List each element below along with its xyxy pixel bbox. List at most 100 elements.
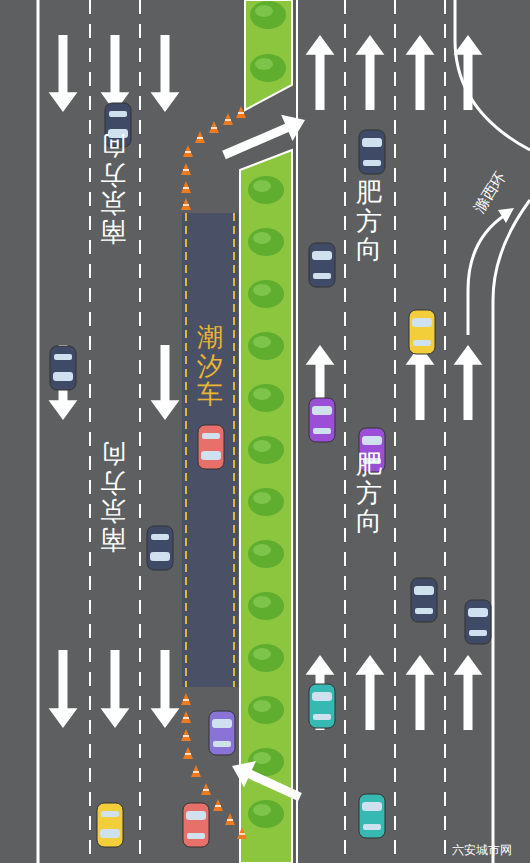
edge-line: [493, 200, 530, 863]
traffic-cone: [227, 819, 233, 821]
lane-label: 潮汐车: [197, 323, 223, 409]
direction-arrow: [49, 650, 78, 728]
direction-arrow: [232, 761, 302, 801]
car: [359, 794, 385, 838]
direction-arrow: [454, 345, 483, 420]
traffic-cone: [197, 137, 203, 139]
bush: [255, 5, 273, 17]
car: [50, 346, 76, 390]
car: [411, 578, 437, 622]
direction-arrow: [454, 655, 483, 730]
direction-arrow: [101, 650, 130, 728]
traffic-cone: [183, 747, 193, 759]
traffic-cone: [183, 187, 189, 189]
bush: [253, 700, 271, 712]
lane-dash: [89, 0, 91, 863]
traffic-cone: [239, 833, 245, 835]
car: [183, 803, 209, 847]
car: [209, 711, 235, 755]
bush: [248, 592, 284, 620]
bush: [253, 440, 271, 452]
bush: [250, 1, 286, 29]
tidal-lane-band: [182, 213, 238, 687]
traffic-cone: [225, 119, 231, 121]
ramp-arrow: [498, 208, 514, 223]
bush: [253, 232, 271, 244]
traffic-cone: [183, 204, 189, 206]
direction-label: 肥方向: [356, 450, 382, 536]
bush: [248, 800, 284, 828]
car: [147, 526, 173, 570]
lane-dash: [444, 0, 446, 863]
car: [198, 425, 224, 469]
car: [309, 243, 335, 287]
bush: [253, 180, 271, 192]
bush: [248, 280, 284, 308]
bush: [255, 58, 273, 70]
bush: [250, 54, 286, 82]
bush: [248, 540, 284, 568]
bush: [253, 336, 271, 348]
bush: [248, 488, 284, 516]
direction-arrow: [151, 650, 180, 728]
traffic-cone: [191, 765, 201, 777]
traffic-cone: [195, 131, 205, 143]
traffic-cone: [183, 169, 189, 171]
green-median: [245, 0, 292, 110]
traffic-cone: [183, 145, 193, 157]
direction-arrow: [406, 345, 435, 420]
green-median: [240, 150, 292, 863]
bush: [248, 228, 284, 256]
tidal-lane-mark: [185, 213, 187, 687]
traffic-cone: [181, 198, 191, 210]
direction-arrow: [49, 35, 78, 112]
traffic-cone: [183, 717, 189, 719]
bush: [248, 644, 284, 672]
lane-dash: [394, 0, 396, 863]
ramp-arrow: [468, 215, 505, 335]
direction-arrow: [222, 115, 305, 159]
traffic-cone: [209, 121, 219, 133]
traffic-cone: [238, 112, 244, 114]
bush: [253, 492, 271, 504]
traffic-cone: [193, 771, 199, 773]
watermark: 六安城市网: [452, 842, 512, 859]
bush: [253, 804, 271, 816]
bush: [248, 176, 284, 204]
traffic-cone: [213, 799, 223, 811]
direction-label: 南京方向: [100, 132, 126, 246]
traffic-cone: [201, 783, 211, 795]
edge-line: [37, 0, 40, 863]
bush: [248, 436, 284, 464]
traffic-cone: [181, 729, 191, 741]
traffic-cone: [203, 789, 209, 791]
direction-arrow: [49, 345, 78, 420]
car: [465, 600, 491, 644]
direction-arrow: [454, 35, 483, 110]
lane-dash: [344, 0, 346, 863]
traffic-cone: [185, 753, 191, 755]
direction-label: 南京方向: [100, 440, 126, 554]
traffic-cone: [211, 127, 217, 129]
tidal-lane: 潮汐车: [182, 213, 238, 687]
bush: [248, 384, 284, 412]
bush: [253, 752, 271, 764]
direction-arrow: [406, 655, 435, 730]
tidal-lane-mark: [233, 213, 235, 687]
car: [97, 803, 123, 847]
traffic-cone: [181, 163, 191, 175]
traffic-cone: [183, 735, 189, 737]
bush: [253, 388, 271, 400]
direction-arrow: [356, 655, 385, 730]
traffic-cone: [237, 827, 247, 839]
direction-arrow: [356, 35, 385, 110]
car: [409, 310, 435, 354]
bush: [253, 596, 271, 608]
direction-arrow: [406, 35, 435, 110]
traffic-cone: [185, 151, 191, 153]
car: [309, 684, 335, 728]
traffic-cone: [223, 113, 233, 125]
